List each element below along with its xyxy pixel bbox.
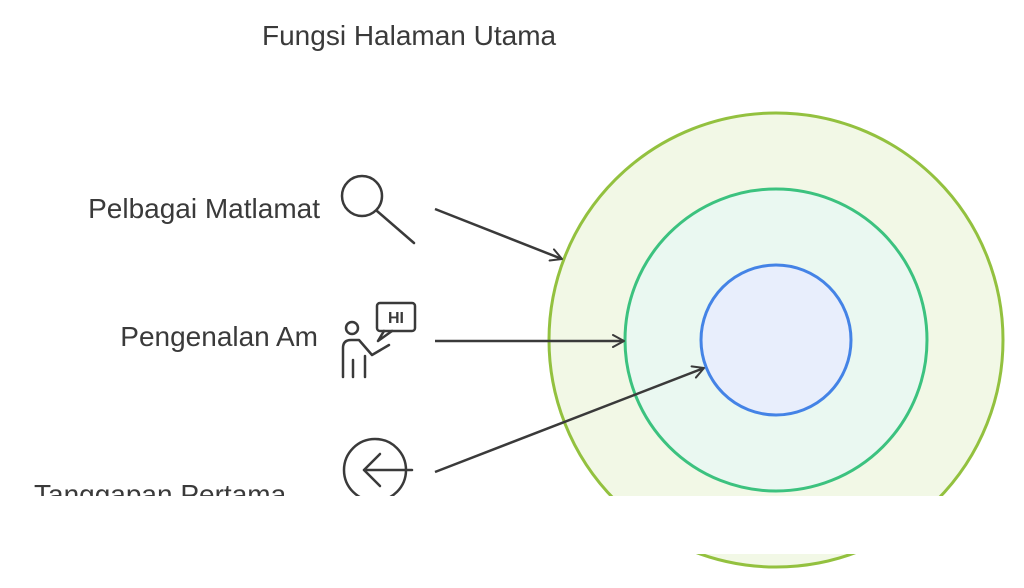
diagram-title: Fungsi Halaman Utama: [262, 20, 557, 51]
arrow-matlamat: [434, 207, 563, 262]
speech-bubble-text: HI: [388, 310, 404, 327]
crop-band: [0, 496, 1024, 554]
presenter-hi-icon: HI: [341, 301, 417, 379]
arrow-tanggapan: [434, 365, 705, 474]
inner-ring: [699, 263, 853, 417]
magnifier-icon: [340, 174, 416, 245]
label-pelbagai-matlamat: Pelbagai Matlamat: [88, 193, 320, 224]
label-pengenalan-am: Pengenalan Am: [120, 321, 318, 352]
arrow-left-circle-icon: [342, 437, 414, 503]
